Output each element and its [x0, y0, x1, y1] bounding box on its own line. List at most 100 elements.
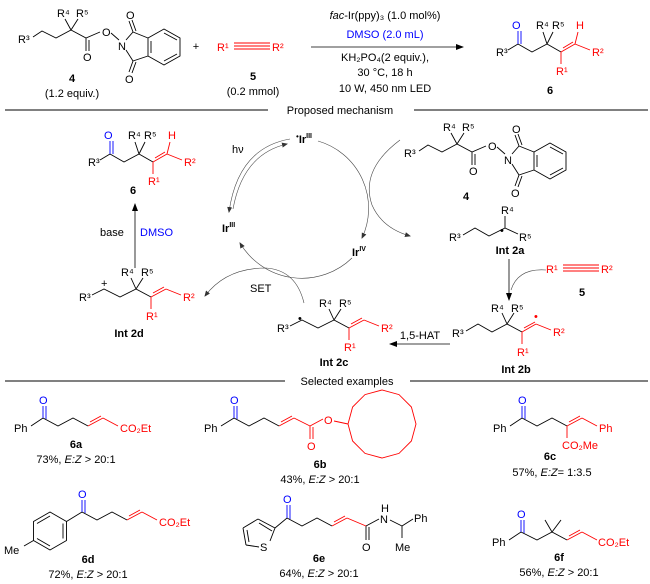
examples-title: Selected examples	[301, 376, 394, 388]
alkyne-entry-arrow	[510, 269, 547, 291]
svg-text:O: O	[283, 494, 292, 506]
example-6a-structure: Ph O CO₂Et	[14, 395, 151, 435]
condition-solvent: DMSO (2.0 mL)	[346, 29, 423, 41]
example-6f-structure: Ph O CO₂Et	[492, 509, 629, 549]
example-6f-yield: 56%, E:Z > 20:1	[519, 567, 598, 579]
svg-text:CO₂Me: CO₂Me	[562, 440, 598, 452]
mechanism-product-6	[87, 129, 197, 189]
example-6e-yield: 64%, E:Z > 20:1	[279, 568, 358, 580]
svg-text:O: O	[518, 395, 527, 407]
svg-text:O: O	[517, 509, 526, 521]
condition-additive: KH₂PO₄(2 equiv.),	[341, 52, 429, 64]
ir-excited-label: •IrIII	[296, 132, 312, 146]
int-2a-structure: R³ R⁴ R⁵ •	[449, 205, 532, 244]
svg-text:R¹: R¹	[517, 347, 529, 359]
svg-text:O: O	[307, 441, 316, 453]
svg-text:O: O	[362, 542, 371, 554]
condition-catalyst: fac-Ir(ppy)₃ (1.0 mol%)	[330, 10, 441, 22]
compound-5-amount: (0.2 mmol)	[227, 86, 280, 98]
svg-text:CO₂Et: CO₂Et	[120, 423, 151, 435]
int-2b-structure: R³ R⁴ R⁵ • R² R¹	[452, 303, 565, 359]
int-2c-label: Int 2c	[320, 357, 349, 369]
example-6e-label: 6e	[313, 553, 325, 565]
int-2c-radical-mark: •	[298, 313, 302, 325]
example-6b-structure: Ph O O O	[204, 389, 417, 459]
svg-text:•: •	[500, 225, 504, 237]
example-6d-yield: 72%, E:Z > 20:1	[48, 569, 127, 581]
mechanism-alkyne-5	[545, 263, 614, 277]
svg-text:H: H	[381, 503, 389, 515]
svg-text:S: S	[260, 542, 267, 554]
hv-arrow-down	[227, 138, 291, 213]
alkyne-5-structure	[216, 41, 285, 55]
svg-text:Ph: Ph	[204, 423, 217, 435]
svg-text:Me: Me	[395, 542, 410, 554]
svg-text:•: •	[534, 311, 538, 323]
svg-text:R²: R²	[553, 327, 565, 339]
int-2c-structure	[276, 297, 394, 355]
example-6f-label: 6f	[554, 552, 564, 564]
compound-4-amount: (1.2 equiv.)	[45, 88, 99, 100]
int-2d-label: Int 2d	[114, 328, 143, 340]
svg-text:Ph: Ph	[414, 513, 427, 525]
mechanism-reactant-label: 4	[463, 191, 470, 203]
compound-4-structure	[17, 7, 181, 87]
mechanism-alkyne-label: 5	[579, 287, 585, 299]
base-label: base	[100, 227, 124, 239]
cycle-arc-oxidation	[317, 140, 369, 239]
mechanism-compound-4	[403, 121, 567, 201]
light-label: hν	[232, 144, 244, 156]
condition-light: 10 W, 450 nm LED	[339, 83, 431, 95]
fragmentation-arrow	[368, 139, 411, 238]
dmso-label: DMSO	[140, 227, 173, 239]
svg-text:R³: R³	[452, 328, 464, 340]
example-6c-structure: Ph O Ph CO₂Me	[493, 395, 612, 452]
compound-4-label: 4	[69, 73, 76, 85]
set-arrow	[204, 267, 305, 304]
example-6b-label: 6b	[314, 459, 327, 471]
svg-text:O: O	[230, 395, 239, 407]
svg-text:Ph: Ph	[493, 423, 506, 435]
mechanism-product-label: 6	[130, 185, 136, 197]
svg-text:Ph: Ph	[492, 537, 505, 549]
svg-text:CO₂Et: CO₂Et	[159, 517, 190, 529]
example-6c-label: 6c	[544, 451, 556, 463]
ir-ground-label: IrIII	[222, 222, 235, 235]
example-6d-structure: Me O CO₂Et	[4, 489, 190, 557]
svg-text:Ph: Ph	[14, 423, 27, 435]
mechanism-title: Proposed mechanism	[287, 105, 393, 117]
example-6c-yield: 57%, E:Z= 1:3.5	[512, 467, 591, 479]
condition-temp-time: 30 °C, 18 h	[357, 67, 412, 79]
ir-oxidized-label: IrIV	[352, 246, 366, 259]
hat-label: 1,5-HAT	[400, 330, 440, 342]
svg-text:R⁵: R⁵	[511, 303, 524, 315]
int-2d-structure	[78, 266, 196, 324]
product-6-structure	[495, 19, 605, 79]
set-label: SET	[250, 283, 272, 295]
example-6b-yield: 43%, E:Z > 20:1	[280, 474, 359, 486]
svg-text:O: O	[324, 415, 333, 427]
svg-text:R⁴: R⁴	[491, 303, 504, 315]
int-2a-label: Int 2a	[496, 245, 526, 257]
example-6a-yield: 73%, E:Z > 20:1	[36, 454, 115, 466]
plus-sign: +	[193, 41, 199, 53]
svg-text:N: N	[380, 514, 388, 526]
svg-text:Me: Me	[4, 545, 19, 557]
svg-text:O: O	[39, 395, 48, 407]
product-6-label: 6	[547, 85, 553, 97]
svg-text:R⁵: R⁵	[519, 232, 532, 244]
example-6a-label: 6a	[70, 439, 83, 451]
svg-text:R⁴: R⁴	[501, 205, 514, 217]
int-2b-label: Int 2b	[501, 364, 531, 376]
example-6d-label: 6d	[82, 554, 95, 566]
cycle-arc-reduction	[239, 242, 353, 279]
example-6e-structure: S O O N H Ph Me	[242, 494, 427, 554]
int-2d-cation-mark: +	[101, 278, 107, 290]
svg-text:CO₂Et: CO₂Et	[598, 537, 629, 549]
compound-5-label: 5	[250, 71, 256, 83]
svg-text:R³: R³	[449, 232, 461, 244]
hv-arrow-up	[232, 142, 288, 210]
svg-text:O: O	[78, 489, 87, 501]
